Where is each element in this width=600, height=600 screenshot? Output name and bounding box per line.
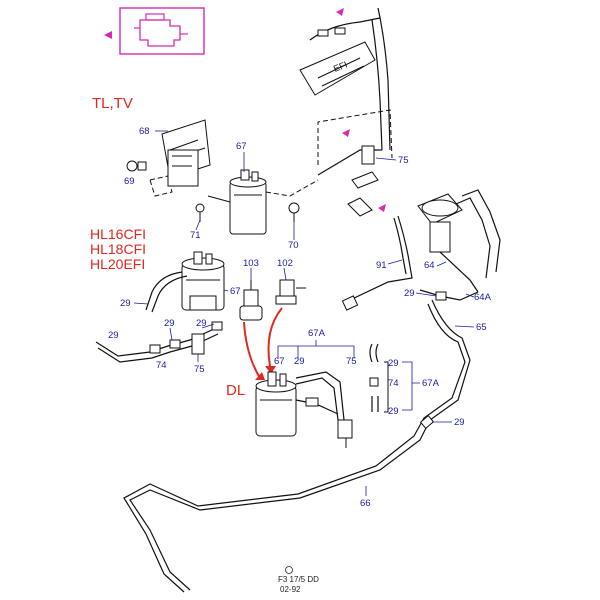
engine-icon [119,7,205,55]
hose-29-74-left [95,321,223,363]
callout-74-left: 74 [156,360,167,371]
clip-69 [126,160,147,172]
triangle-marker-icon [336,8,344,16]
fuel-vapour-line-65-66 [123,289,479,593]
callout-70: 70 [288,240,299,251]
callout-29-right-bottom: 29 [388,406,399,417]
drawing-code: F3 17/5 DD [278,575,319,584]
callout-71: 71 [190,230,201,241]
bolt-71 [195,203,205,222]
hose-91 [341,215,413,311]
air-filter-64 [347,189,501,293]
carbon-canister-67-hl [145,251,225,313]
callout-29-e: 29 [196,318,207,329]
canister-bracket-68 [149,119,211,197]
bolt-70 [288,202,300,222]
callout-74-right: 74 [388,378,399,389]
variant-label-hl16cfi: HL16CFI [90,226,146,242]
drawing-date: 02-92 [280,585,301,594]
triangle-marker-icon [378,204,386,212]
hose-set-67a-right [369,343,389,413]
variant-label-tl-tv: TL,TV [92,95,133,112]
callout-67-top: 67 [236,141,247,152]
variant-label-hl20efi: HL20EFI [90,256,145,272]
callout-67-dl: 67 [274,356,285,367]
callout-67a-top: 67A [308,328,326,339]
variant-label-dl: DL [226,382,245,399]
callout-29-right-top: 29 [388,358,399,369]
callout-75-top: 75 [398,155,409,166]
callout-75-dl: 75 [346,356,357,367]
triangle-marker-icon [342,129,350,137]
svg-text:EFI: EFI [332,59,349,74]
callout-29-d: 29 [164,318,175,329]
callout-103: 103 [243,258,259,269]
callout-91: 91 [376,260,387,271]
triangle-marker-icon [104,31,112,39]
variant-label-hl18cfi: HL18CFI [90,241,146,257]
carbon-canister-67-top [207,169,319,235]
callout-75-left: 75 [194,364,205,375]
callout-67a-right: 67A [422,378,440,389]
carbon-canister-dl [255,371,353,448]
solenoid-valve-103 [239,280,263,321]
callout-68: 68 [139,126,150,137]
drawing-reference: F3 17/5 DD 02-92 [278,566,319,594]
callout-64a: 64A [474,292,492,303]
intake-manifold-area: EFI [299,7,393,189]
callout-29-a: 29 [404,288,415,299]
callout-64: 64 [424,260,435,271]
callout-102: 102 [277,258,293,269]
callout-29-dl: 29 [294,356,305,367]
valve-102 [275,279,306,305]
callout-29-c: 29 [108,330,119,341]
callout-65: 65 [476,322,487,333]
callout-69: 69 [124,176,135,187]
callout-66: 66 [360,498,371,509]
red-arrow-103-to-dl [243,321,265,380]
callout-29-b: 29 [120,298,131,309]
callout-67-hl: 67 [230,286,241,297]
red-arrow-102-to-dl [265,307,283,374]
callout-29-lower-right: 29 [454,417,465,428]
